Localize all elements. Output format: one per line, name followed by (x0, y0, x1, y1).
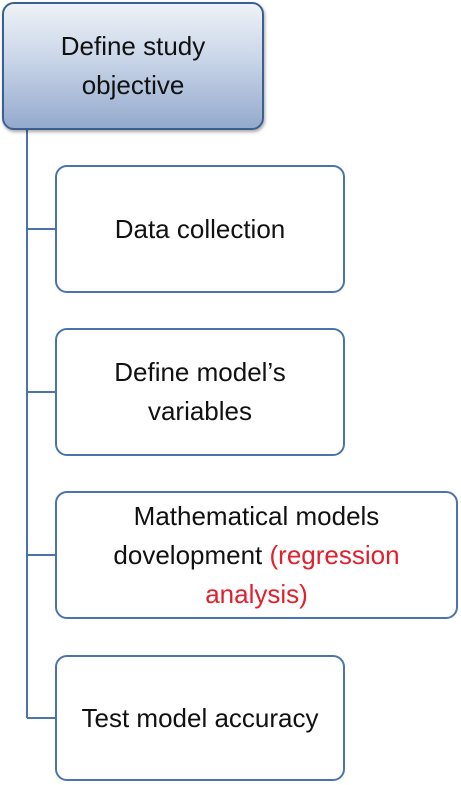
step-label-line2-plain: dovelopment (113, 539, 270, 570)
step-node-test-accuracy: Test model accuracy (55, 655, 345, 781)
step-label: Data collection (114, 213, 286, 244)
step-label: Test model accuracy (81, 702, 319, 733)
root-label-line2: objective (81, 70, 185, 100)
step-label-line2: dovelopment (regression (113, 536, 399, 575)
step-label-line1: Mathematical models (133, 500, 380, 531)
step-node-define-variables: Define model’s variables (55, 328, 345, 456)
root-label-line1: Define study (60, 31, 206, 61)
step-label-line2-highlight: (regression (269, 539, 400, 570)
step-label: Mathematical models dovelopment (regress… (113, 497, 399, 614)
step-label: Define model’s variables (114, 353, 286, 431)
root-node-define-study-objective: Define study objective (2, 2, 264, 130)
root-node-label: Define study objective (61, 27, 206, 105)
step-label-line1: Define model’s (114, 357, 286, 387)
step-label-line3-highlight: analysis) (205, 578, 308, 609)
step-label-line2: variables (147, 396, 253, 426)
step-node-model-development: Mathematical models dovelopment (regress… (55, 491, 458, 619)
step-node-data-collection: Data collection (55, 165, 345, 293)
